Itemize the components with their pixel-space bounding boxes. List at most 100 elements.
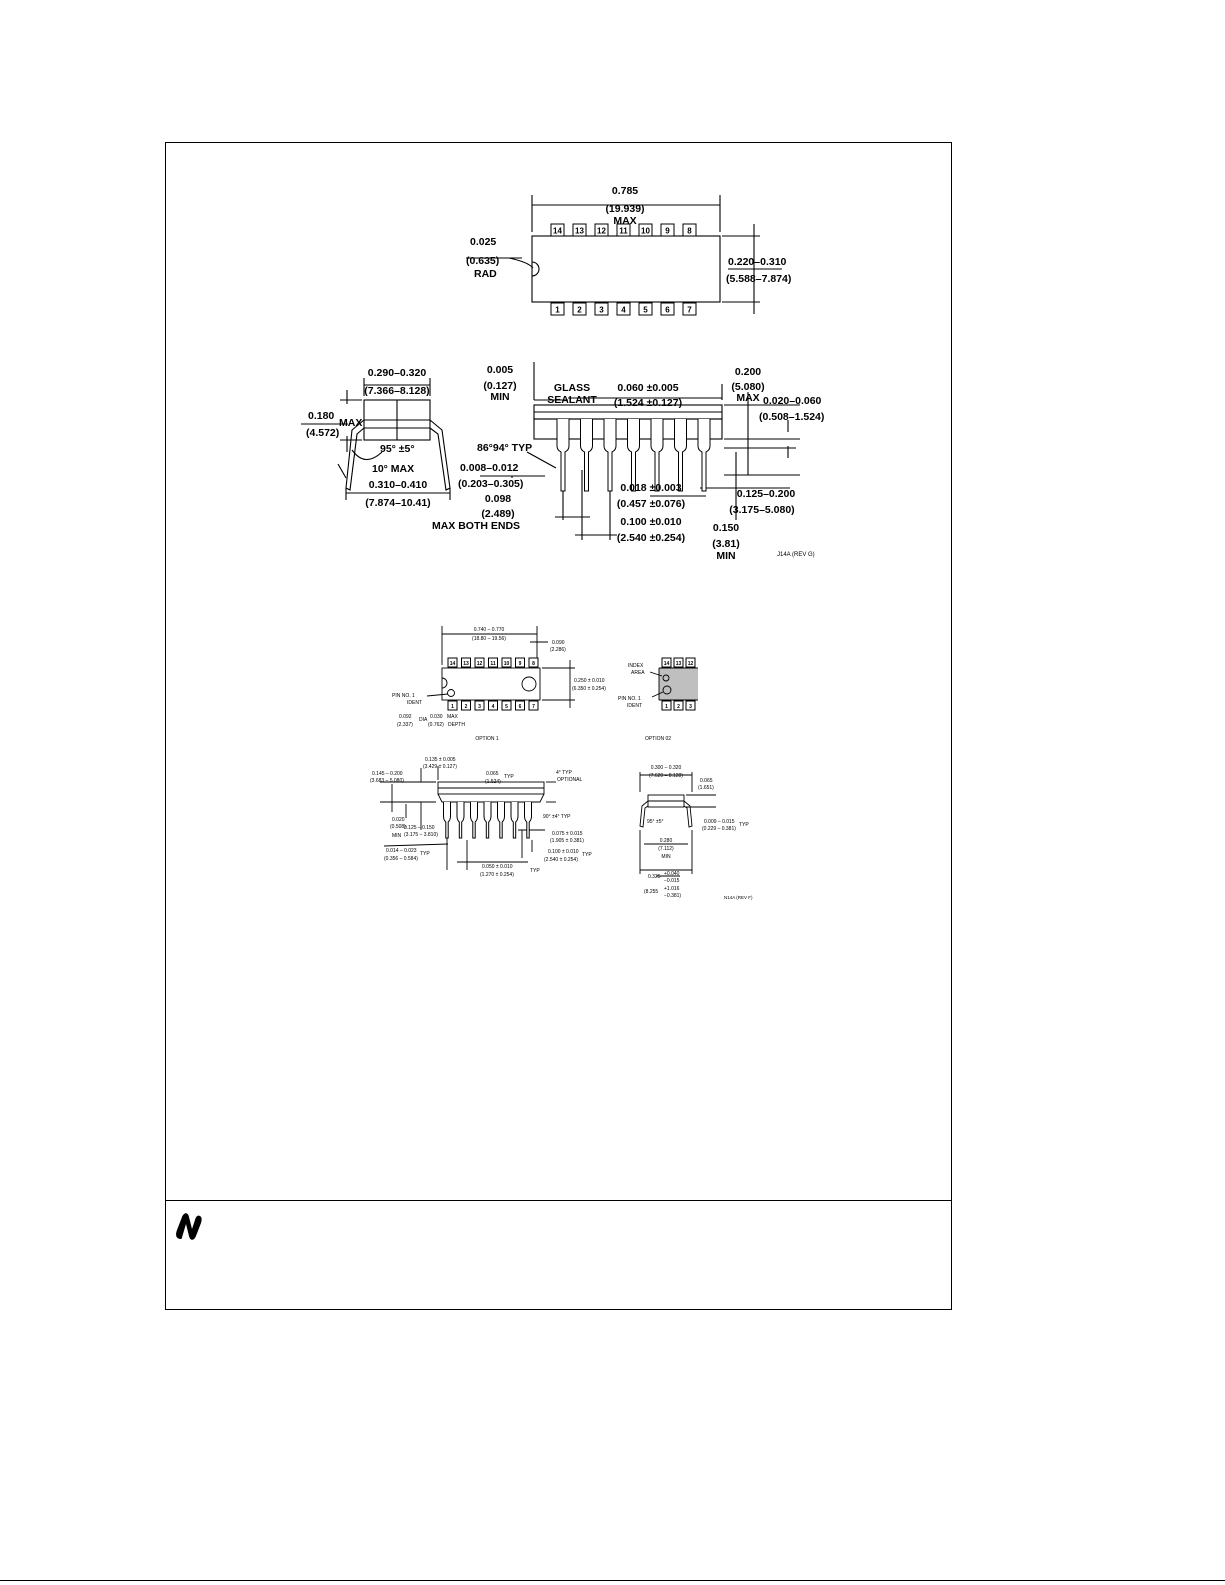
j14a-end-height-mm: (4.572) (306, 427, 339, 439)
pin-box (572, 223, 587, 237)
n14a-o1-r2-max: MAX (447, 714, 459, 720)
j14a-lead-length-mm: (3.175–5.080) (729, 504, 794, 516)
pin-box (501, 657, 512, 668)
n14a-end-angle: 95° ±5° (647, 819, 663, 825)
pin-box (682, 302, 697, 316)
j14a-width-in: 0.220–0.310 (728, 256, 787, 268)
n14a-end-d-min: MIN (661, 854, 671, 860)
pin-box (447, 700, 458, 711)
n14a-o1-pin1-ident: IDENT (407, 700, 422, 706)
pin-box (550, 223, 565, 237)
lead (483, 802, 492, 839)
j14a-length-max: MAX (613, 215, 636, 227)
pin-number: 9 (519, 661, 522, 667)
n14a-side-j-typ: TYP (582, 852, 592, 858)
pin-number: 2 (577, 305, 582, 314)
n14a-o1-caption: OPTION 1 (475, 736, 499, 742)
pin-number: 12 (688, 661, 694, 667)
n14a-o1-pin1: PIN NO. 1 (392, 693, 415, 699)
lead (697, 419, 711, 492)
n14a-o2-pin1: PIN NO. 1 (618, 696, 641, 702)
lead (556, 419, 570, 492)
pin-box (685, 700, 696, 711)
footer-rule (165, 1200, 952, 1201)
n14a-o2-pin1-ident: IDENT (627, 703, 642, 709)
pin-box (661, 657, 672, 668)
j14a-lead-width-in: 0.018 ±0.003 (620, 482, 681, 494)
pin-number: 10 (504, 661, 510, 667)
n14a-side-d-optional: OPTIONAL (557, 777, 583, 783)
j14a-height-in: 0.200 (735, 366, 761, 378)
pin-number: 13 (575, 226, 584, 235)
pin-number: 12 (597, 226, 606, 235)
lead (627, 419, 640, 492)
n14a-end-d-mm: (7.112) (658, 846, 674, 852)
n14a-side-k: 0.050 ± 0.010 (482, 864, 513, 870)
pin-number: 11 (490, 661, 496, 667)
lead (524, 802, 532, 839)
j14a-rad-in: 0.025 (470, 236, 496, 248)
pin-number: 3 (478, 704, 481, 710)
n14a-o1-depth: DEPTH (448, 722, 465, 728)
j14a-lead-thick-in: 0.008–0.012 (460, 462, 519, 474)
n14a-side-c-typ: TYP (504, 774, 514, 780)
j14a-spacing-mm: (2.540 ±0.254) (617, 532, 685, 544)
n14a-side-b-mm: (3.683 – 5.080) (370, 778, 404, 784)
n14a-end-b-mm: (1.651) (698, 785, 714, 791)
j14a-length-mm: (19.939) (605, 203, 644, 215)
n14a-side-d: 4° TYP (556, 770, 572, 776)
pin-box (685, 657, 696, 668)
n14a-o2-caption: OPTION 02 (645, 736, 671, 742)
pin-box (594, 302, 609, 316)
n14a-revision: N14A (REV F) (724, 895, 753, 900)
n14a-o1-r2: 0.030 (430, 714, 443, 720)
j14a-lead-width-mm: (0.457 ±0.076) (617, 498, 685, 510)
pin-number: 2 (677, 704, 680, 710)
pin-number: 6 (665, 305, 670, 314)
j14a-end-height-max: MAX (339, 417, 362, 429)
pin-number: 12 (477, 661, 483, 667)
n14a-o1-r2-mm: (0.762) (428, 722, 444, 728)
n14a-side-e-mm: (0.508) (390, 824, 406, 830)
pin-box (638, 302, 653, 316)
n14a-o1-r1-mm: (2.337) (397, 722, 413, 728)
pin-number: 13 (676, 661, 682, 667)
pin-box (673, 657, 684, 668)
pin-box (488, 657, 498, 668)
n14a-o1-d1: 0.090 (552, 640, 565, 646)
j14a-shoulder-in: 0.150 (713, 522, 739, 534)
n14a-side-e-min: MIN (392, 833, 402, 839)
j14a-side-leads (556, 419, 711, 492)
n14a-end-c-mm: (0.229 – 0.381) (702, 826, 736, 832)
n14a-side-i-mm: (0.356 – 0.584) (384, 856, 418, 862)
pin-number: 7 (532, 704, 535, 710)
pin-number: 7 (687, 305, 692, 314)
n14a-o1-length: 0.740 – 0.770 (474, 627, 505, 633)
pin-number: 2 (465, 704, 468, 710)
lead (443, 802, 451, 839)
j14a-width-mm: (5.588–7.874) (726, 273, 791, 285)
j14a-length-in: 0.785 (612, 185, 638, 197)
j14a-height-mm: (5.080) (731, 381, 764, 393)
n14a-o1-length-mm: (18.80 – 19.56) (472, 636, 506, 642)
pin-number: 11 (619, 226, 628, 235)
n14a-side-i: 0.014 – 0.023 (386, 848, 417, 854)
n14a-side-a: 0.135 ± 0.005 (425, 757, 456, 763)
n14a-end-e-tol2: −0.015 (664, 878, 680, 884)
pin-number: 5 (643, 305, 648, 314)
j14a-end-width-in: 0.290–0.320 (368, 367, 427, 379)
n14a-side-h: 0.075 ± 0.015 (552, 831, 583, 837)
j14a-glass-label: GLASS (554, 382, 590, 394)
pin-number: 1 (665, 704, 668, 710)
n14a-side-j: 0.100 ± 0.010 (548, 849, 579, 855)
j14a-spacing-in: 0.100 ±0.010 (620, 516, 681, 528)
n14a-end-a: 0.300 – 0.320 (651, 765, 682, 771)
n14a-side-i-typ: TYP (420, 851, 430, 857)
n14a-side-h-mm: (1.905 ± 0.381) (550, 838, 584, 844)
pin-number: 4 (492, 704, 495, 710)
n14a-side-b: 0.145 – 0.200 (372, 771, 403, 777)
n14a-o2-index-area (659, 668, 698, 700)
